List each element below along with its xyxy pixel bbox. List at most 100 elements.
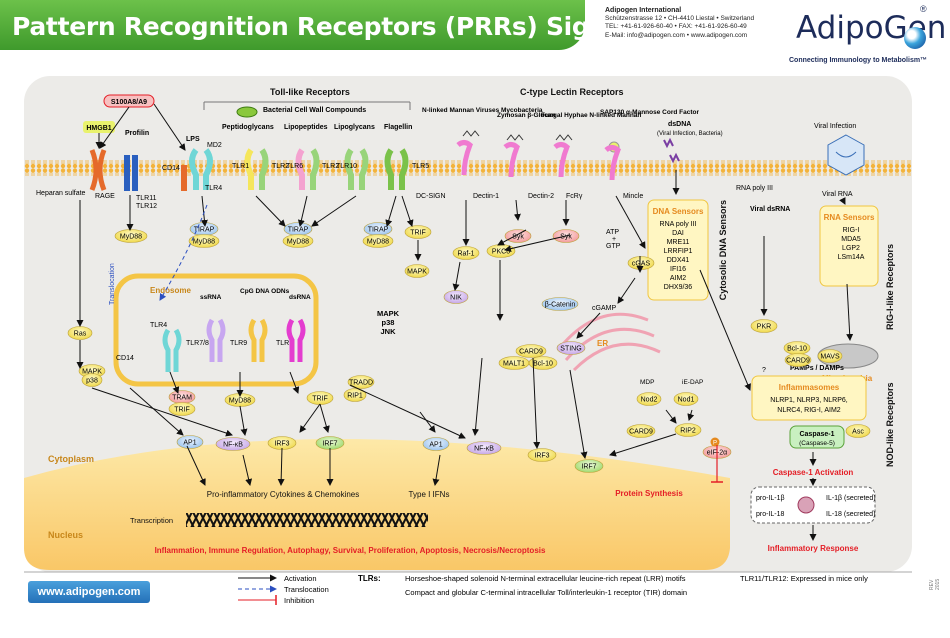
- node-nod1-label: Nod1: [678, 397, 695, 404]
- profilin-label: Profilin: [125, 130, 149, 137]
- dcsign-label: DC-SIGN: [416, 193, 446, 200]
- tlr6-receptor: [295, 148, 305, 190]
- node-p38_left-shape: [81, 373, 103, 387]
- node-nik-label: NIK: [450, 295, 462, 302]
- plasma-membrane: [24, 160, 912, 176]
- lipopep-label: Lipopeptides: [284, 124, 328, 131]
- node-irf3_left-label: IRF3: [274, 441, 289, 448]
- node-rip2-label: RIP2: [680, 428, 696, 435]
- tlr2b-receptor: [310, 148, 320, 190]
- flagellin-label: Flagellin: [384, 124, 412, 131]
- tlr12-label: TLR12: [136, 203, 157, 210]
- caspase1-label: Caspase-1: [799, 431, 834, 438]
- node-syk2-label: Syk: [560, 234, 572, 241]
- tlr4-label: TLR4: [205, 185, 222, 192]
- tlr3-receptor: [286, 318, 306, 362]
- node-ras-label: Ras: [74, 331, 87, 338]
- mannan-ligand-icon: [462, 130, 480, 137]
- cytokines-label: Pro-inflammatory Cytokines & Chemokines: [207, 490, 360, 499]
- translocation-side-label: Translocation: [109, 263, 116, 305]
- node-asc-label: Asc: [852, 429, 864, 436]
- outcomes-text: Inflammation, Immune Regulation, Autopha…: [155, 546, 546, 555]
- node-myd88_endo-label: MyD88: [229, 398, 251, 405]
- dsdna-label: dsDNA: [668, 121, 691, 128]
- bacterial-label: Bacterial Cell Wall Compounds: [263, 107, 366, 114]
- inflammasomes-box: [751, 375, 867, 421]
- node-p38_left-label: p38: [86, 378, 98, 385]
- tlr2a-receptor: [259, 148, 269, 190]
- node-myd88_d-label: MyD88: [367, 239, 389, 246]
- dsdna-ligand-icon: [663, 137, 680, 164]
- rna-sensors-title: RNA Sensors: [824, 213, 875, 222]
- casp1-activation-label: Caspase-1 Activation: [773, 468, 854, 477]
- company-web[interactable]: E-Mail: info@adipogen.com • www.adipogen…: [605, 31, 748, 39]
- node-sting-label: STING: [560, 346, 581, 353]
- bacteria-icon: [236, 106, 258, 118]
- node-rip2-shape: [674, 423, 702, 437]
- phosphate-label: P: [713, 441, 717, 447]
- tlr9-receptor: [248, 318, 268, 362]
- node-rip1-label: RIP1: [347, 393, 363, 400]
- node-myd88_c-shape: [282, 234, 314, 248]
- legend-inhibition: Inhibition: [284, 596, 314, 605]
- caspase5-label: (Caspase-5): [799, 440, 835, 447]
- mincle-receptor: [604, 145, 621, 181]
- tlr11-receptor: [124, 155, 130, 191]
- nmannan-label: N-linked Mannan Viruses Mycobacteria: [422, 107, 543, 114]
- node-pkr-shape: [750, 319, 778, 333]
- peptido-label: Peptidoglycans: [222, 124, 274, 131]
- iedap-label: iE-DAP: [682, 379, 703, 386]
- node-myd88_c-label: MyD88: [287, 239, 309, 246]
- tlr1-receptor: [244, 148, 254, 190]
- gtp-label: GTP: [606, 243, 621, 250]
- pamps-label: PAMPs / DAMPs: [790, 365, 844, 372]
- website-button[interactable]: www.adipogen.com: [28, 581, 150, 603]
- node-ap1_left-label: AP1: [183, 440, 196, 447]
- cytoplasm-label: Cytoplasm: [48, 454, 94, 464]
- legend-activation: Activation: [284, 574, 317, 583]
- dnaList-item: DHX9/36: [664, 284, 693, 291]
- hmgb1-label: HMGB1: [86, 125, 111, 132]
- node-raf1-label: Raf-1: [457, 251, 474, 258]
- node-jnk-label: JNK: [380, 327, 396, 336]
- nucleus: [24, 439, 730, 570]
- tlr10-label: TLR10: [336, 163, 357, 170]
- tlr12-receptor: [132, 155, 138, 191]
- node-asc-shape: [845, 424, 871, 438]
- tlr4-endo-label: TLR4: [150, 322, 167, 329]
- node-trif_left-label: TRIF: [174, 407, 190, 414]
- rnapol-label: RNA poly III: [736, 185, 773, 192]
- registered-mark: ®: [920, 4, 927, 14]
- node-irf7_mid-shape: [574, 459, 604, 473]
- node-ap1_mid-shape: [422, 437, 450, 451]
- node-trif_endo-label: TRIF: [312, 396, 328, 403]
- node-trif_top-label: TRIF: [410, 230, 426, 237]
- inflammatory-response-label: Inflammatory Response: [768, 544, 859, 553]
- dcsign-receptor: [456, 140, 473, 176]
- caspase1-box: [789, 425, 845, 449]
- node-nfkb_mid-label: NF-κB: [474, 446, 494, 453]
- node-mapk_left-label: MAPK: [82, 369, 102, 376]
- rna-sensors-box: [819, 205, 879, 287]
- dnaList-item: IFI16: [670, 266, 686, 273]
- node-cgas-label: cGAS: [632, 261, 651, 268]
- node-syk1-label: Syk: [512, 234, 524, 241]
- rnaList-item: LSm14A: [838, 254, 865, 261]
- cds-section-title: Cytosolic DNA Sensors: [718, 200, 728, 300]
- logo-orb-icon: [904, 27, 926, 49]
- dectin2-receptor: [553, 142, 570, 178]
- transcription-label: Transcription: [130, 516, 173, 525]
- dnaList-item: AIM2: [670, 275, 686, 282]
- company-name: Adipogen International: [605, 7, 682, 14]
- er-label: ER: [597, 339, 608, 348]
- node-tirap3-label: TIRAP: [368, 227, 389, 234]
- cgamp-label: cGAMP: [592, 305, 616, 312]
- fcrg-label: FcRγ: [566, 193, 583, 200]
- tlr4-receptor: [189, 148, 213, 190]
- dnaList-item: DDX41: [667, 257, 690, 264]
- node-bcl10-shape: [528, 356, 558, 370]
- cd14-label: CD14: [162, 165, 180, 172]
- legend-translocation: Translocation: [284, 585, 329, 594]
- nlr-section-title: NOD-like Receptors: [885, 382, 895, 467]
